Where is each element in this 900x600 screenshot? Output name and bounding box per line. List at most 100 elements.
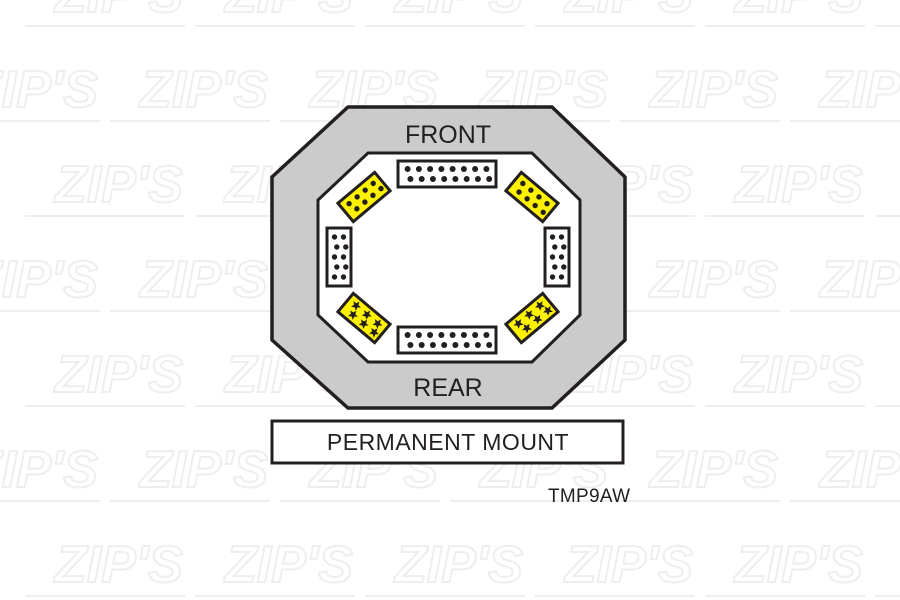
dot: [418, 176, 425, 182]
front-label: FRONT: [405, 121, 491, 149]
light-module-rear-left-corner: [335, 291, 393, 345]
dot: [540, 209, 546, 215]
dot: [334, 264, 340, 270]
model-code: TMP9AW: [548, 486, 631, 507]
star: [543, 306, 553, 316]
dot: [427, 166, 434, 172]
dot: [438, 166, 445, 172]
watermark-text: ZIP'S: [393, 0, 523, 24]
dot: [407, 176, 414, 182]
dot: [340, 274, 347, 280]
light-module-rear-center: [396, 325, 498, 355]
dot-pattern: [404, 332, 493, 348]
watermark-tile: ZIP'S: [705, 0, 865, 27]
star: [524, 310, 535, 320]
dot: [331, 274, 338, 280]
dot: [486, 342, 493, 348]
dot: [460, 166, 467, 172]
watermark-text: ZIP'S: [53, 0, 183, 24]
dot: [370, 180, 376, 187]
dot-pattern: [346, 180, 384, 212]
watermark-tile: ZIP'S: [535, 535, 695, 597]
mount-label-box: [270, 419, 625, 465]
dot: [343, 244, 349, 250]
watermark-text: ZIP'S: [563, 0, 693, 24]
dot: [427, 332, 434, 338]
dot: [474, 342, 481, 348]
star: [372, 319, 383, 329]
dot: [452, 176, 459, 182]
dot: [334, 244, 340, 250]
dot: [404, 332, 411, 338]
watermark-text: ZIP'S: [138, 61, 268, 119]
watermark-text: ZIP'S: [0, 441, 98, 499]
dot: [362, 199, 368, 205]
dot: [561, 264, 567, 270]
dot: [449, 332, 456, 338]
watermark-tile: ZIP'S: [195, 535, 355, 597]
watermark-tile: ZIP'S: [25, 345, 185, 407]
dot: [340, 234, 347, 240]
watermark-text: ZIP'S: [53, 156, 183, 214]
watermark-text: ZIP'S: [223, 0, 353, 24]
dot: [472, 332, 479, 338]
watermark-tile: ZIP'S: [620, 60, 780, 122]
dot: [528, 187, 534, 193]
dot: [418, 342, 425, 348]
dot: [449, 166, 456, 172]
watermark-text: ZIP'S: [733, 536, 863, 594]
dot: [486, 176, 493, 182]
dot: [552, 244, 558, 250]
watermark-tile: ZIP'S: [705, 155, 865, 217]
watermark-text: ZIP'S: [648, 61, 778, 119]
light-module-right-side: [543, 226, 571, 288]
watermark-tile: ZIP'S: [25, 535, 185, 597]
dot: [520, 180, 526, 187]
dot: [460, 332, 467, 338]
watermark-text: ZIP'S: [733, 156, 863, 214]
watermark-tile: ZIP'S: [365, 535, 525, 597]
star: [532, 314, 543, 325]
star: [513, 319, 524, 329]
dot: [558, 234, 565, 240]
dot: [532, 202, 538, 209]
dot: [354, 194, 360, 200]
dot-pattern: [549, 234, 567, 280]
dot: [340, 254, 347, 260]
light-modules: [325, 159, 571, 355]
dot: [343, 264, 349, 270]
star: [351, 301, 361, 311]
star: [358, 319, 369, 329]
watermark-text: ZIP'S: [648, 441, 778, 499]
watermark-tile: ZIP'S: [0, 440, 100, 502]
star: [347, 310, 358, 320]
dot: [483, 166, 490, 172]
watermark-tile: ZIP'S: [0, 60, 100, 122]
watermark-text: ZIP'S: [0, 251, 98, 309]
dot: [429, 176, 436, 182]
light-module-front-right-corner: [503, 170, 561, 224]
dot: [441, 342, 448, 348]
dot: [474, 176, 481, 182]
dot: [331, 254, 338, 260]
dot: [558, 274, 565, 280]
watermark-tile: ZIP'S: [705, 535, 865, 597]
watermark-tile: ZIP'S: [620, 440, 780, 502]
watermark-tile: ZIP'S: [195, 0, 355, 27]
watermark-tile: ZIP'S: [110, 60, 270, 122]
mount-label: PERMANENT MOUNT: [327, 429, 569, 455]
dot: [346, 200, 352, 207]
dot: [452, 342, 459, 348]
dot: [407, 342, 414, 348]
watermark-text: ZIP'S: [53, 346, 183, 404]
dot: [524, 196, 530, 202]
watermark-text: ZIP'S: [138, 441, 268, 499]
dot: [354, 206, 360, 212]
watermark-text: ZIP'S: [733, 0, 863, 24]
dot: [370, 192, 376, 199]
dot: [441, 176, 448, 182]
light-module-front-left-corner: [335, 170, 393, 224]
light-module-rear-right-corner: [503, 291, 561, 345]
